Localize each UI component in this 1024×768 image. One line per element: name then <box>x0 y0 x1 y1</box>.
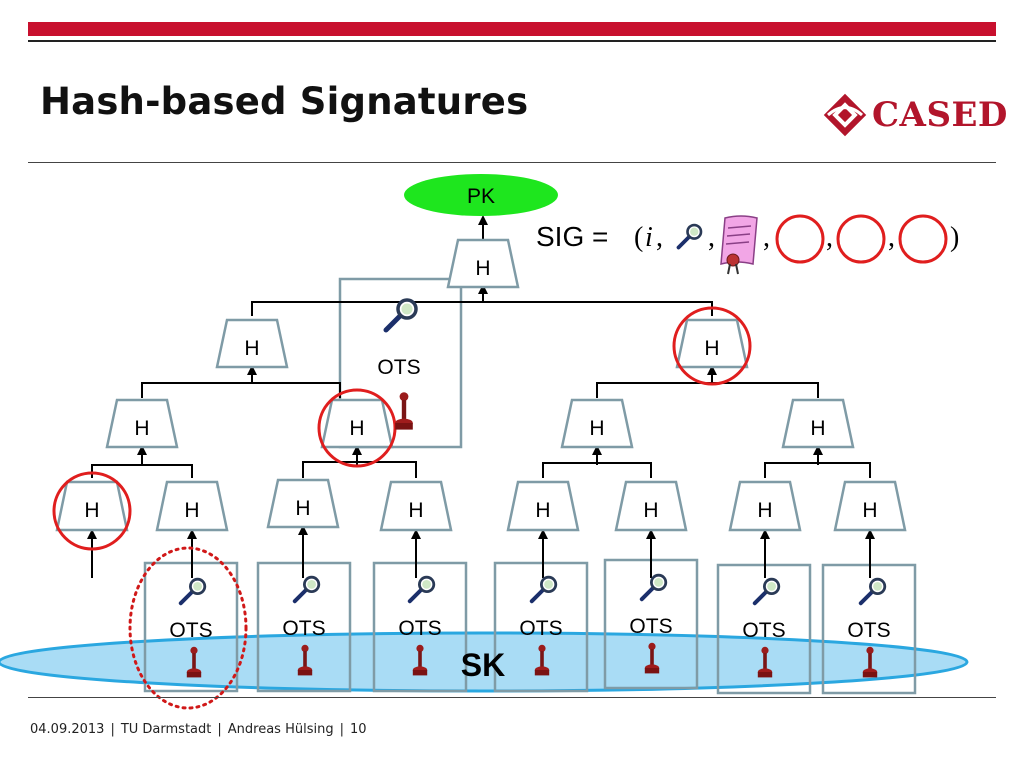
logo-text: CASED <box>872 95 1008 135</box>
ots-box-4 <box>493 561 589 693</box>
hash-node-leaf-7 <box>728 480 802 532</box>
hash-label: H <box>862 499 877 522</box>
sig-comma: , <box>708 222 715 253</box>
ots-label: OTS <box>282 617 325 640</box>
sig-index: i <box>645 222 653 253</box>
magnifier-icon <box>639 573 668 602</box>
ots-label: OTS <box>742 619 785 642</box>
auth-circle-leaf <box>52 471 132 551</box>
signature-ots-box <box>338 277 463 449</box>
magnifier-icon <box>178 577 207 606</box>
footer-page-number: 10 <box>349 722 367 737</box>
ots-label: OTS <box>629 615 672 638</box>
pk-label: PK <box>467 185 495 208</box>
hash-node-leaf-1 <box>55 480 129 532</box>
ots-box-3 <box>372 561 468 693</box>
sig-auth-circle-3 <box>898 214 948 264</box>
sig-comma: , <box>888 222 895 253</box>
seal-stamp-icon <box>395 392 413 430</box>
hash-label: H <box>408 499 423 522</box>
pk-node <box>404 174 558 216</box>
auth-circle-l2 <box>317 388 397 468</box>
sk-ellipse <box>0 631 969 693</box>
hash-label: H <box>704 337 719 360</box>
hash-node-leaf-5 <box>506 480 580 532</box>
hash-label: H <box>475 257 490 280</box>
ots-label: OTS <box>169 619 212 642</box>
footer-date: 04.09.2013 <box>30 722 105 737</box>
magnifier-icon <box>407 575 436 604</box>
sig-comma: , <box>826 222 833 253</box>
sig-formula: SIG = ( i , , , , , ) <box>536 214 959 275</box>
hash-labels: H H H H H H H H H H H H H H H <box>84 257 877 522</box>
magnifier-icon <box>679 225 702 248</box>
sig-prefix-text: SIG = <box>536 221 616 252</box>
hash-node-l2-1 <box>105 398 179 449</box>
hash-label: H <box>244 337 259 360</box>
hash-node-leaf-4 <box>379 480 453 532</box>
hash-label: H <box>84 499 99 522</box>
footer-author: Andreas Hülsing <box>227 722 334 737</box>
footer-separator: | <box>110 722 115 737</box>
tree-connectors <box>91 301 871 478</box>
hash-label: H <box>810 417 825 440</box>
hash-label: H <box>535 499 550 522</box>
auth-path-circles <box>52 306 752 551</box>
magnifier-icon <box>752 577 781 606</box>
selected-leaf-ellipse <box>128 546 248 710</box>
hash-label: H <box>589 417 604 440</box>
footer-separator: | <box>217 722 222 737</box>
title-rule <box>28 162 996 163</box>
sig-open-paren: ( <box>634 222 643 253</box>
sk-label: SK <box>461 647 505 683</box>
signature-ots-label: OTS <box>377 356 420 379</box>
sig-auth-circle-1 <box>775 214 825 264</box>
slide-title: Hash-based Signatures <box>40 80 529 123</box>
hash-label: H <box>295 497 310 520</box>
hash-node-leaf-8 <box>833 480 907 532</box>
sig-comma: , <box>763 222 770 253</box>
hash-label: H <box>349 417 364 440</box>
ots-label: OTS <box>519 617 562 640</box>
hash-node-l1-left <box>215 318 289 369</box>
sig-auth-circle-2 <box>836 214 886 264</box>
sig-comma: , <box>656 222 663 253</box>
footer: 04.09.2013 | TU Darmstadt | Andreas Hülsing |… <box>30 722 367 737</box>
hash-node-l2-4 <box>781 398 855 449</box>
magnifier-icon <box>529 575 558 604</box>
hash-node-root <box>446 238 520 289</box>
hash-label: H <box>757 499 772 522</box>
cased-logo: CASED <box>822 92 1007 138</box>
sig-prefix: SIG = <box>536 221 616 252</box>
hash-label: H <box>184 499 199 522</box>
footer-separator: | <box>339 722 344 737</box>
hash-node-l1-right <box>675 318 749 369</box>
magnifier-icon <box>292 575 321 604</box>
header-rule <box>28 40 996 42</box>
hash-label: H <box>134 417 149 440</box>
hash-label: H <box>643 499 658 522</box>
magnifier-icon <box>858 577 887 606</box>
certificate-icon <box>720 215 758 275</box>
leaf-magnifiers <box>178 573 887 606</box>
footer-rule <box>28 697 996 698</box>
hash-node-l2-3 <box>560 398 634 449</box>
hash-nodes <box>55 238 907 532</box>
leaf-ots-labels: OTS OTS OTS OTS OTS OTS OTS <box>169 615 890 642</box>
sig-close-paren: ) <box>950 222 959 253</box>
footer-institution: TU Darmstadt <box>120 722 212 737</box>
cased-logo-icon <box>823 93 867 137</box>
hash-node-leaf-6 <box>614 480 688 532</box>
hash-node-leaf-3 <box>266 478 340 529</box>
magnifier-icon <box>386 300 416 330</box>
tree-arrows <box>87 215 875 578</box>
ots-label: OTS <box>847 619 890 642</box>
header-accent-bar <box>28 22 996 36</box>
hash-node-leaf-2 <box>155 480 229 532</box>
auth-circle-l1 <box>672 306 752 386</box>
hash-node-l2-2 <box>320 398 394 449</box>
ots-label: OTS <box>398 617 441 640</box>
